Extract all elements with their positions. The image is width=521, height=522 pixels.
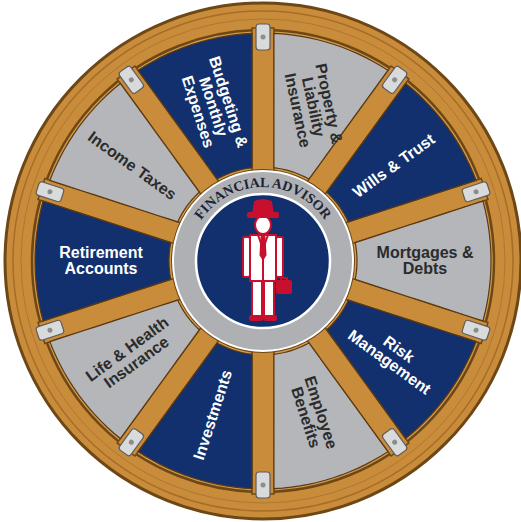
figure-briefcase [277,281,291,293]
bolt-head [391,439,398,446]
rim-grain [21,19,505,503]
hub-title: FINANCIAL ADVISOR [192,175,335,223]
figure-head [255,216,271,234]
figure-briefcase-handle [281,278,287,281]
figure-seam [262,259,264,281]
rim-grain [13,11,513,511]
bolt-head [473,189,479,195]
figure-arm [276,237,283,277]
segment-wedge [234,330,390,496]
figure-jacket [250,235,276,281]
hub-circle: FINANCIAL ADVISOR [169,167,357,355]
hub-border [171,169,355,353]
wheel-rim [5,3,521,519]
segment-wedge [43,79,223,256]
figure-arm [243,237,250,277]
bolt-head [261,483,266,488]
segment-label: Mortgages & Debts [369,245,481,278]
segment-wedge [35,201,171,321]
bolt-head [47,189,53,195]
segment-label: Retirement Accounts [45,245,157,278]
bolt-head [261,35,266,40]
bolt-head [391,76,398,83]
bolt-plate [256,472,270,498]
hub-ring [173,171,353,351]
bolt-head [128,439,135,446]
figure-leg [252,277,262,317]
bolt-head [473,327,479,333]
bolt-plate [256,24,270,50]
bolt-head [128,76,135,83]
segment-wedge [355,201,491,321]
wheel-spoke [252,334,274,494]
hub-shape: FINANCIAL ADVISOR [169,167,357,355]
advisor-figure [243,200,291,320]
figure-hat [253,200,273,214]
hub-center [196,194,330,328]
wheel-spoke [252,28,274,188]
figure-shoe [264,316,276,320]
bolt-head [47,327,53,333]
figure-shoe [250,316,262,320]
figure-tie [261,237,266,259]
figure-leg [264,277,274,317]
